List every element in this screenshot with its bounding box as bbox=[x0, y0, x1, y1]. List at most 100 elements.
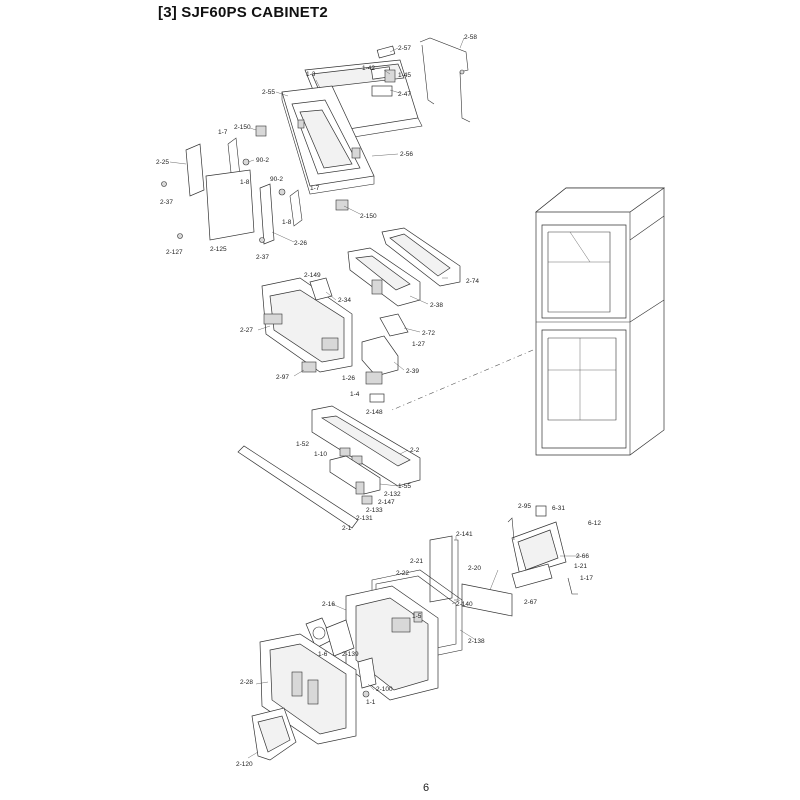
part-2-72 bbox=[379, 313, 409, 337]
part-1-26 bbox=[365, 371, 383, 385]
part-label: 1-4 bbox=[350, 391, 360, 398]
part-label: 2-26 bbox=[294, 240, 307, 247]
part-label: 2-95 bbox=[518, 503, 531, 510]
part-label: 2-34 bbox=[338, 297, 351, 304]
part-label: 2-28 bbox=[240, 679, 253, 686]
part-door-panel bbox=[205, 169, 255, 241]
part-1-17 bbox=[567, 577, 578, 595]
part-label: 2-39 bbox=[406, 368, 419, 375]
part-label: 1-7 bbox=[218, 129, 228, 136]
part-label: 2-125 bbox=[210, 246, 227, 253]
part-label: 2-148 bbox=[366, 409, 383, 416]
part-label: 2-120 bbox=[236, 761, 253, 768]
part-2-39 bbox=[361, 335, 399, 377]
part-label: 1-55 bbox=[398, 483, 411, 490]
part-label: 2-25 bbox=[156, 159, 169, 166]
part-90-2a bbox=[242, 158, 250, 166]
part-2-2 bbox=[311, 405, 421, 487]
part-1-55 bbox=[329, 455, 381, 495]
part-label: 2-138 bbox=[468, 638, 485, 645]
part-label: 2-147 bbox=[378, 499, 395, 506]
part-2-150a bbox=[255, 125, 267, 137]
part-1-1 bbox=[362, 690, 370, 698]
part-label: 2-37 bbox=[160, 199, 173, 206]
part-1-7b bbox=[289, 189, 303, 227]
part-2-149 bbox=[309, 277, 333, 301]
part-label: 1-21 bbox=[574, 563, 587, 570]
part-upper-frame bbox=[281, 85, 375, 195]
screw-2-37b bbox=[259, 237, 265, 243]
part-label: 2-2 bbox=[410, 447, 420, 454]
part-label: 2-67 bbox=[524, 599, 537, 606]
part-2-16 bbox=[345, 585, 439, 701]
part-2-150b bbox=[335, 199, 349, 211]
part-label: 6-31 bbox=[552, 505, 565, 512]
part-label: 2-27 bbox=[240, 327, 253, 334]
part-label: 2-57 bbox=[398, 45, 411, 52]
part-label: 2-133 bbox=[366, 507, 383, 514]
part-2-47b bbox=[371, 85, 393, 97]
page-number: 6 bbox=[423, 782, 430, 794]
part-label: 1-45 bbox=[398, 72, 411, 79]
part-label: 1-3 bbox=[306, 71, 316, 78]
part-2-95 bbox=[507, 517, 515, 541]
part-label: 1-27 bbox=[412, 341, 425, 348]
part-2-26 bbox=[259, 183, 275, 245]
cabinet-outline bbox=[535, 187, 666, 456]
part-label: 2-74 bbox=[466, 278, 479, 285]
part-label: 90-2 bbox=[270, 176, 283, 183]
part-label: 2-38 bbox=[430, 302, 443, 309]
part-label: 2-21 bbox=[410, 558, 423, 565]
part-label: 2-100 bbox=[376, 686, 393, 693]
part-label: 2-150 bbox=[234, 124, 251, 131]
leader-lines bbox=[169, 37, 580, 759]
part-2-27 bbox=[261, 277, 353, 373]
part-2-100 bbox=[357, 657, 377, 689]
part-label: 2-37 bbox=[256, 254, 269, 261]
part-label: 2-149 bbox=[304, 272, 321, 279]
part-label: 1-42 bbox=[362, 65, 375, 72]
part-label: 2-55 bbox=[262, 89, 275, 96]
part-2-38 bbox=[347, 247, 421, 307]
part-2-57 bbox=[376, 45, 396, 59]
page-title: [3] SJF60PS CABINET2 bbox=[158, 4, 328, 21]
part-2-148 bbox=[369, 393, 385, 403]
part-label: 2-16 bbox=[322, 601, 335, 608]
part-label: 2-22 bbox=[396, 570, 409, 577]
part-2-20 bbox=[461, 583, 513, 617]
part-label: 2-131 bbox=[356, 515, 373, 522]
part-label: 2-56 bbox=[400, 151, 413, 158]
part-label: 2-20 bbox=[468, 565, 481, 572]
part-label: 2-127 bbox=[166, 249, 183, 256]
part-label: 1-26 bbox=[342, 375, 355, 382]
part-label: 2-1 bbox=[342, 525, 352, 532]
part-label: 1-5 bbox=[412, 613, 422, 620]
leader-line bbox=[391, 349, 534, 411]
part-label: 1-52 bbox=[296, 441, 309, 448]
part-wire-rod bbox=[419, 37, 471, 123]
part-2-97 bbox=[301, 361, 317, 373]
part-label: 2-140 bbox=[456, 601, 473, 608]
screw-2-37a bbox=[161, 181, 167, 187]
part-label: 2-97 bbox=[276, 374, 289, 381]
part-2-1 bbox=[237, 445, 359, 529]
part-label: 2-72 bbox=[422, 330, 435, 337]
part-label: 2-132 bbox=[384, 491, 401, 498]
part-label: 1-17 bbox=[580, 575, 593, 582]
part-label: 1-8 bbox=[282, 219, 292, 226]
part-label: 1-1 bbox=[366, 699, 376, 706]
part-label: 1-6 bbox=[318, 651, 328, 658]
part-2-132 bbox=[355, 481, 365, 495]
part-1-45 bbox=[384, 69, 396, 83]
part-2-141 bbox=[454, 539, 459, 601]
part-label: 2-141 bbox=[456, 531, 473, 538]
part-label: 2-66 bbox=[576, 553, 589, 560]
part-label: 2-58 bbox=[464, 34, 477, 41]
part-label: 2-47 bbox=[398, 91, 411, 98]
part-labels: 2-58 2-57 1-42 1-45 1-3 2-47 2-55 2-150 … bbox=[156, 34, 601, 768]
part-2-25 bbox=[185, 143, 205, 197]
part-label: 1-7 bbox=[310, 185, 320, 192]
part-label: 90-2 bbox=[256, 157, 269, 164]
screw-2-127 bbox=[177, 233, 183, 239]
